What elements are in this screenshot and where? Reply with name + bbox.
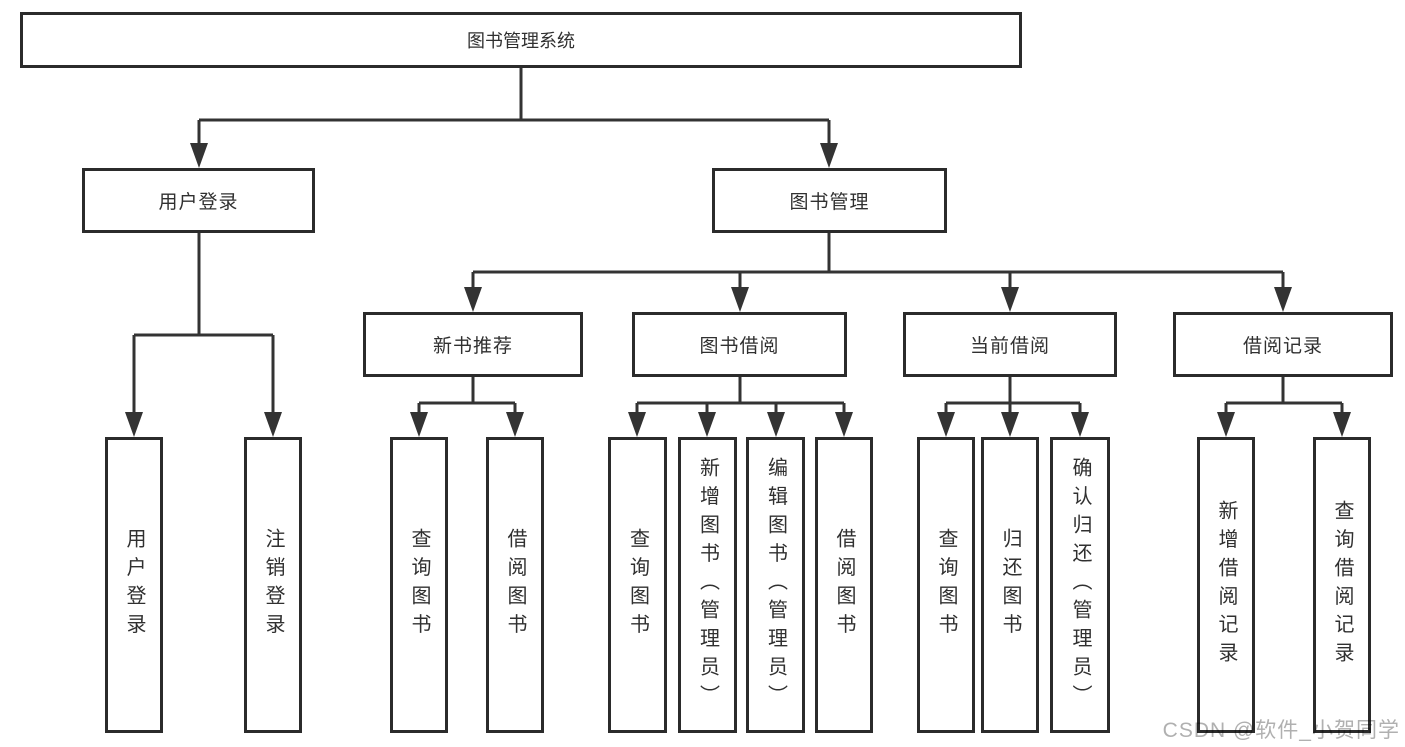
node-leaf-query-books-1-label: 查询图书 bbox=[408, 528, 430, 642]
node-leaf-borrow-books-2: 借阅图书 bbox=[815, 437, 873, 733]
node-leaf-edit-books-admin-label: 编辑图书（管理员） bbox=[764, 457, 787, 713]
node-leaf-query-books-3-label: 查询图书 bbox=[935, 528, 957, 642]
arrowhead-icon bbox=[1274, 287, 1292, 312]
arrowhead-icon bbox=[628, 412, 646, 437]
arrowhead-icon bbox=[820, 143, 838, 168]
node-leaf-borrow-books-1-label: 借阅图书 bbox=[504, 528, 526, 642]
node-leaf-query-borrow-record-label: 查询借阅记录 bbox=[1331, 499, 1353, 671]
arrowhead-icon bbox=[835, 412, 853, 437]
arrowhead-icon bbox=[125, 412, 143, 437]
node-leaf-edit-books-admin: 编辑图书（管理员） bbox=[746, 437, 805, 733]
node-book-mgmt-label: 图书管理 bbox=[789, 192, 870, 213]
node-book-mgmt: 图书管理 bbox=[712, 168, 947, 233]
node-leaf-user-login-label: 用户登录 bbox=[123, 528, 145, 642]
node-leaf-borrow-books-2-label: 借阅图书 bbox=[833, 528, 855, 642]
node-book-borrow: 图书借阅 bbox=[632, 312, 847, 377]
node-root: 图书管理系统 bbox=[20, 12, 1022, 68]
arrowhead-icon bbox=[264, 412, 282, 437]
node-leaf-query-books-1: 查询图书 bbox=[390, 437, 448, 733]
node-current-borrow-label: 当前借阅 bbox=[969, 336, 1050, 357]
connector-book-borrow-branch bbox=[628, 377, 853, 437]
arrowhead-icon bbox=[1071, 412, 1089, 437]
node-leaf-add-books-admin-label: 新增图书（管理员） bbox=[696, 457, 719, 713]
node-leaf-return-books: 归还图书 bbox=[981, 437, 1039, 733]
watermark: CSDN @软件_小贺同学 bbox=[1162, 719, 1400, 742]
arrowhead-icon bbox=[1001, 412, 1019, 437]
node-leaf-borrow-books-1: 借阅图书 bbox=[486, 437, 544, 733]
node-new-book-rec-label: 新书推荐 bbox=[432, 336, 513, 357]
arrowhead-icon bbox=[410, 412, 428, 437]
connector-book-mgmt-to-level3 bbox=[464, 233, 1292, 312]
node-borrow-records: 借阅记录 bbox=[1173, 312, 1393, 377]
arrowhead-icon bbox=[937, 412, 955, 437]
node-user-login-label: 用户登录 bbox=[158, 192, 239, 213]
arrowhead-icon bbox=[1001, 287, 1019, 312]
node-new-book-rec: 新书推荐 bbox=[363, 312, 583, 377]
node-leaf-query-books-2-label: 查询图书 bbox=[626, 528, 649, 642]
node-root-label: 图书管理系统 bbox=[467, 31, 575, 51]
node-leaf-query-borrow-record: 查询借阅记录 bbox=[1313, 437, 1371, 733]
node-leaf-add-borrow-record-label: 新增借阅记录 bbox=[1215, 499, 1237, 671]
node-borrow-records-label: 借阅记录 bbox=[1242, 336, 1323, 357]
connector-new-book-rec-branch bbox=[410, 377, 524, 437]
arrowhead-icon bbox=[464, 287, 482, 312]
connector-root-to-level2 bbox=[190, 68, 838, 168]
arrowhead-icon bbox=[731, 287, 749, 312]
node-leaf-add-books-admin: 新增图书（管理员） bbox=[678, 437, 737, 733]
arrowhead-icon bbox=[506, 412, 524, 437]
node-current-borrow: 当前借阅 bbox=[903, 312, 1117, 377]
node-leaf-confirm-return-admin-label: 确认归还（管理员） bbox=[1069, 457, 1091, 713]
connector-current-borrow-branch bbox=[937, 377, 1089, 437]
node-user-login: 用户登录 bbox=[82, 168, 315, 233]
arrowhead-icon bbox=[767, 412, 785, 437]
node-leaf-add-borrow-record: 新增借阅记录 bbox=[1197, 437, 1255, 733]
arrowhead-icon bbox=[1217, 412, 1235, 437]
connector-user-login-branch bbox=[125, 233, 282, 437]
node-leaf-query-books-3: 查询图书 bbox=[917, 437, 975, 733]
node-leaf-confirm-return-admin: 确认归还（管理员） bbox=[1050, 437, 1110, 733]
arrowhead-icon bbox=[190, 143, 208, 168]
arrowhead-icon bbox=[698, 412, 716, 437]
connector-borrow-records-branch bbox=[1217, 377, 1351, 437]
node-book-borrow-label: 图书借阅 bbox=[699, 336, 780, 357]
node-leaf-user-login: 用户登录 bbox=[105, 437, 163, 733]
node-leaf-logout: 注销登录 bbox=[244, 437, 302, 733]
arrowhead-icon bbox=[1333, 412, 1351, 437]
node-leaf-return-books-label: 归还图书 bbox=[999, 528, 1021, 642]
node-leaf-query-books-2: 查询图书 bbox=[608, 437, 667, 733]
node-leaf-logout-label: 注销登录 bbox=[262, 528, 284, 642]
